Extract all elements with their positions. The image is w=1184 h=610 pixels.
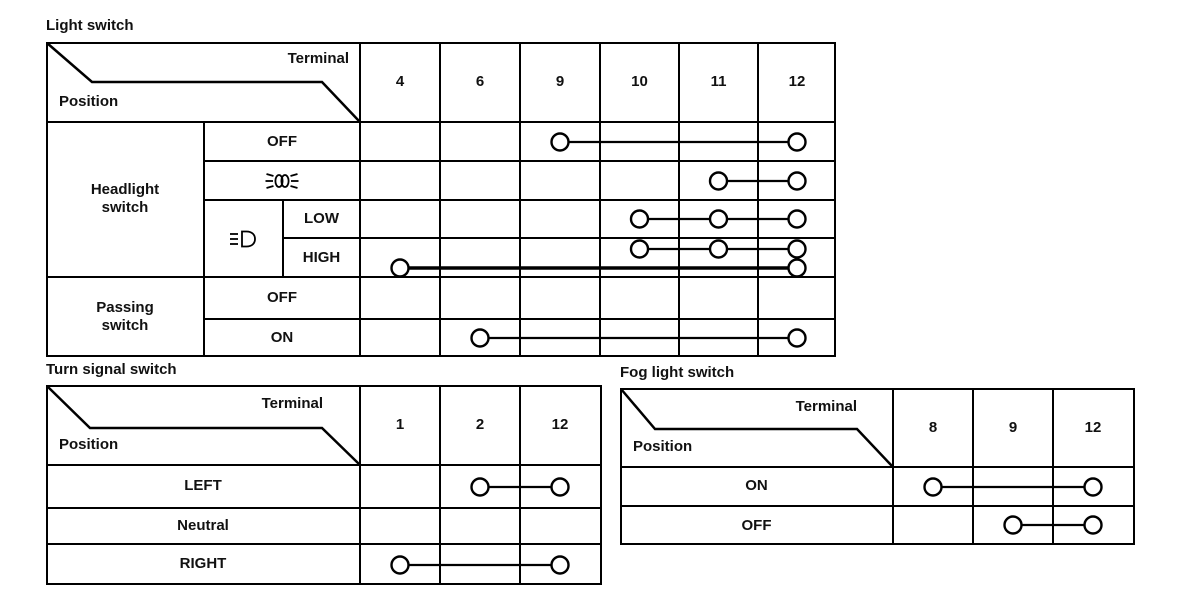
connection-terminal-dot xyxy=(390,258,410,278)
terminal-header: 8 xyxy=(928,419,938,436)
terminal-header: 12 xyxy=(551,416,569,433)
connection-terminal-dot xyxy=(787,239,807,259)
terminal-header: 9 xyxy=(1008,419,1018,436)
connection-terminal-dot xyxy=(390,555,410,575)
connection-terminal-dot xyxy=(1083,477,1103,497)
terminal-header: 12 xyxy=(1084,419,1102,436)
terminal-header: 10 xyxy=(631,73,648,90)
light-switch-grid xyxy=(46,42,836,357)
row-group-headlight-switch: Headlight switch xyxy=(90,181,160,216)
corner-diagonal xyxy=(46,42,360,122)
connection-terminal-dot xyxy=(787,171,807,191)
connection-terminal-dot xyxy=(470,477,490,497)
corner-diagonal xyxy=(46,385,360,465)
corner-diagonal xyxy=(620,388,893,467)
connection-terminal-dot xyxy=(787,258,807,278)
connection-terminal-dot xyxy=(708,239,729,259)
light-switch-table: Terminal Position 4 6 9 10 11 12 Headlig… xyxy=(46,42,836,357)
connection-terminal-dot xyxy=(787,132,807,152)
terminal-header: 6 xyxy=(475,73,485,90)
connection-terminal-dot xyxy=(550,477,570,497)
position-corner-label: Position xyxy=(59,93,119,110)
terminal-header: 2 xyxy=(475,416,485,433)
turn-signal-switch-title: Turn signal switch xyxy=(46,361,177,378)
terminal-header: 4 xyxy=(395,73,405,90)
connection-terminal-dot xyxy=(550,555,570,575)
connection-terminal-dot xyxy=(923,477,943,497)
terminal-header: 1 xyxy=(395,416,405,433)
connection-terminal-dot xyxy=(629,209,650,229)
row-label-low: LOW xyxy=(304,210,339,227)
terminal-header: 12 xyxy=(788,73,806,90)
row-label-left: LEFT xyxy=(184,477,222,494)
connection-terminal-dot xyxy=(550,132,570,152)
row-label-passing-on: ON xyxy=(270,329,294,346)
connection-terminal-dot xyxy=(787,328,807,348)
row-label-right: RIGHT xyxy=(179,555,227,572)
row-label-headlight-off: OFF xyxy=(267,133,297,150)
position-corner-label: Position xyxy=(59,436,119,453)
position-corner-label: Position xyxy=(633,438,693,455)
connection-terminal-dot xyxy=(1083,515,1103,535)
terminal-header: 11 xyxy=(710,73,727,90)
light-switch-title: Light switch xyxy=(46,17,134,34)
connection-terminal-dot xyxy=(708,209,729,229)
connection-terminal-dot xyxy=(470,328,490,348)
terminal-corner-label: Terminal xyxy=(795,398,857,415)
parking-light-icon xyxy=(264,171,300,191)
fog-light-grid xyxy=(620,388,1135,545)
connection-terminal-dot xyxy=(629,239,650,259)
row-label-off: OFF xyxy=(741,517,772,534)
headlight-beam-icon xyxy=(228,229,258,249)
row-label-on: ON xyxy=(745,477,768,494)
row-label-passing-off: OFF xyxy=(267,289,297,306)
terminal-header: 9 xyxy=(555,73,565,90)
terminal-corner-label: Terminal xyxy=(261,395,323,412)
row-group-passing-switch: Passing switch xyxy=(96,299,154,334)
connection-terminal-dot xyxy=(787,209,807,229)
terminal-corner-label: Terminal xyxy=(287,50,349,67)
turn-signal-switch-table: Terminal Position 1 2 12 LEFT Neutral RI… xyxy=(46,385,602,585)
connection-terminal-dot xyxy=(708,171,729,191)
turn-signal-grid xyxy=(46,385,602,585)
fog-light-switch-table: Terminal Position 8 9 12 ON OFF xyxy=(620,388,1135,545)
row-label-neutral: Neutral xyxy=(177,517,229,534)
connection-terminal-dot xyxy=(1003,515,1023,535)
row-label-high: HIGH xyxy=(302,249,341,266)
fog-light-switch-title: Fog light switch xyxy=(620,364,735,381)
